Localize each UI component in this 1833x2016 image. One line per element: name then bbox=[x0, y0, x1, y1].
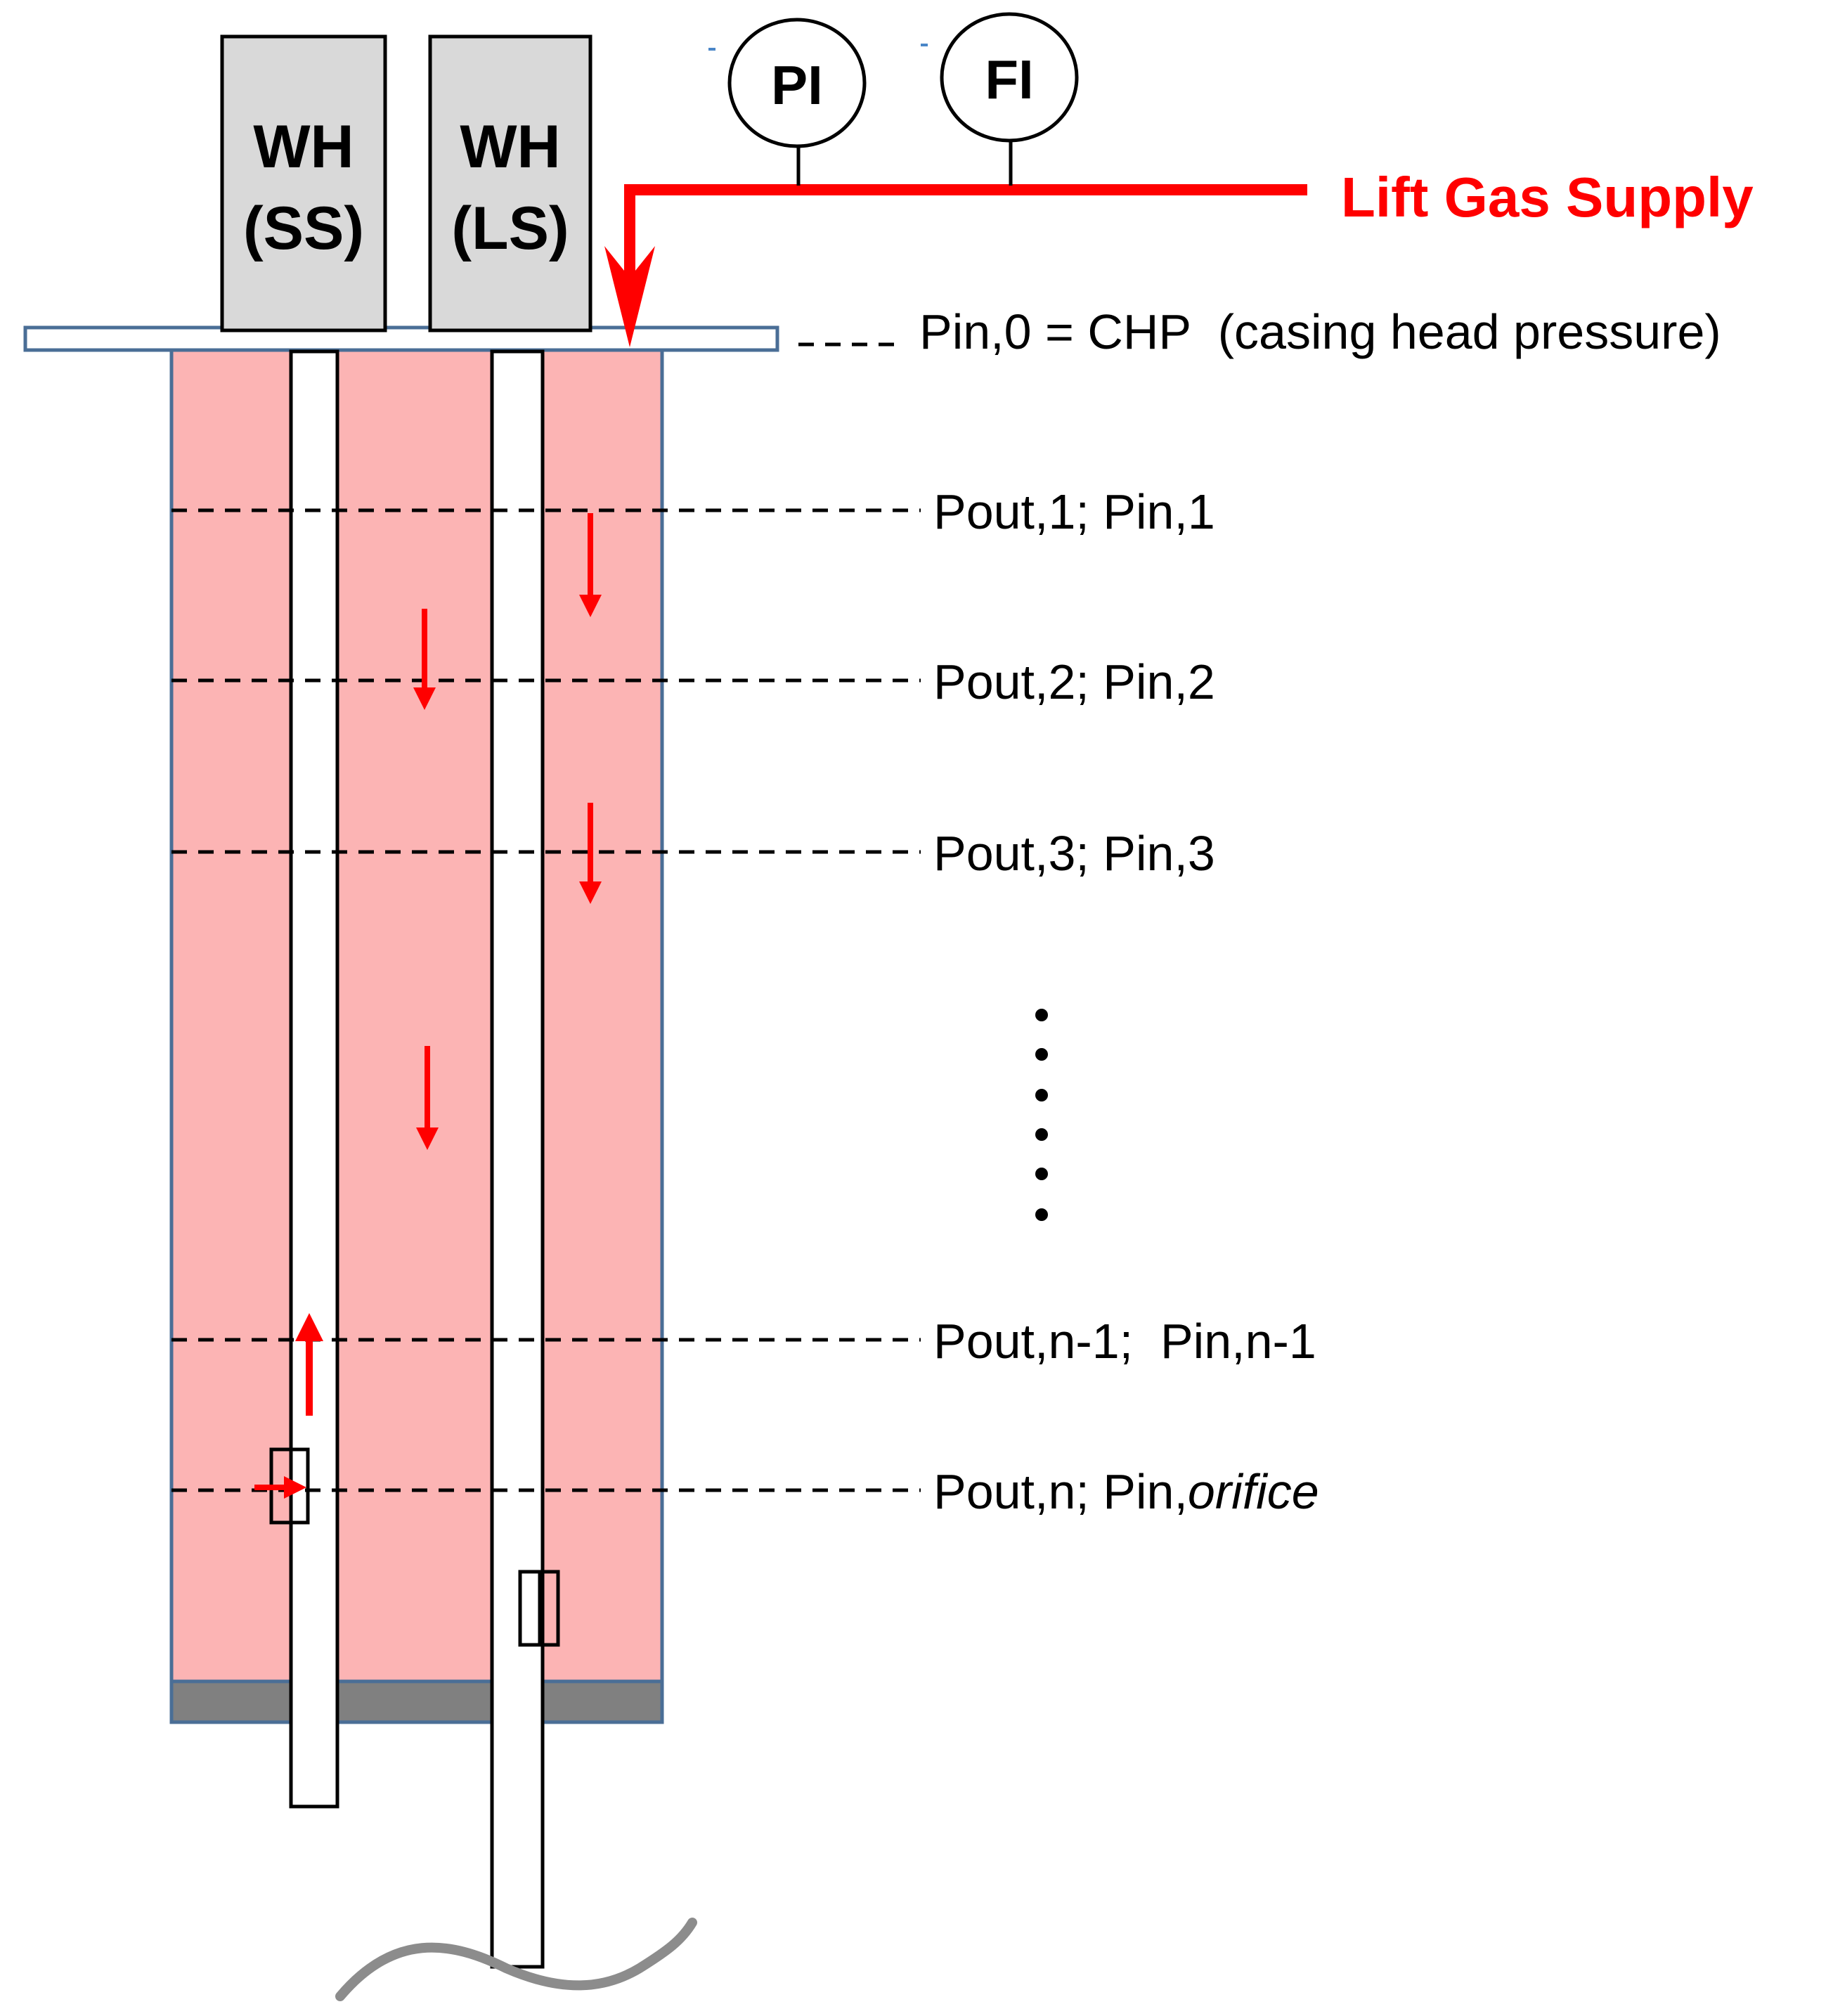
pressure-level-label-n-italic: orifice bbox=[1188, 1464, 1319, 1519]
pressure-level-label-3: Pout,3; Pin,3 bbox=[933, 826, 1215, 881]
wellhead-ls-line2: (LS) bbox=[451, 195, 569, 262]
pressure-level-label-n: Pout,n; Pin,orifice bbox=[933, 1464, 1319, 1519]
pressure-indicator-label: PI bbox=[771, 54, 823, 116]
wellhead-long-string: WH (LS) bbox=[428, 34, 592, 332]
packer bbox=[169, 1679, 664, 1724]
flow-indicator-label: FI bbox=[985, 49, 1033, 110]
pressure-indicator-gauge: PI bbox=[727, 18, 867, 186]
ellipsis-dots bbox=[1035, 1009, 1048, 1221]
lift-gas-injection-arrowhead bbox=[604, 246, 655, 347]
wellhead-ss-line1: WH bbox=[253, 113, 354, 181]
flow-indicator-gauge: FI bbox=[940, 12, 1079, 186]
formation-line bbox=[335, 1918, 697, 2001]
pressure-level-label-2: Pout,2; Pin,2 bbox=[933, 654, 1215, 709]
wellhead-short-string: WH (SS) bbox=[220, 34, 387, 332]
pressure-level-label-n-main: Pout,n; Pin, bbox=[933, 1464, 1188, 1519]
short-string-tubing bbox=[289, 349, 339, 1809]
lift-gas-supply-line bbox=[624, 184, 1307, 288]
lift-gas-supply-label: Lift Gas Supply bbox=[1341, 166, 1754, 228]
pressure-level-label-n-1: Pout,n-1; Pin,n-1 bbox=[933, 1314, 1316, 1369]
wellhead-ss-line2: (SS) bbox=[243, 195, 364, 262]
casing-head-flange bbox=[23, 325, 779, 352]
chp-label: Pin,0 = CHP (casing head pressure) bbox=[919, 304, 1721, 359]
annulus bbox=[169, 345, 664, 1684]
pressure-level-label-1: Pout,1; Pin,1 bbox=[933, 484, 1215, 539]
long-string-tubing bbox=[490, 349, 545, 1969]
wellhead-ls-line1: WH bbox=[460, 113, 560, 181]
